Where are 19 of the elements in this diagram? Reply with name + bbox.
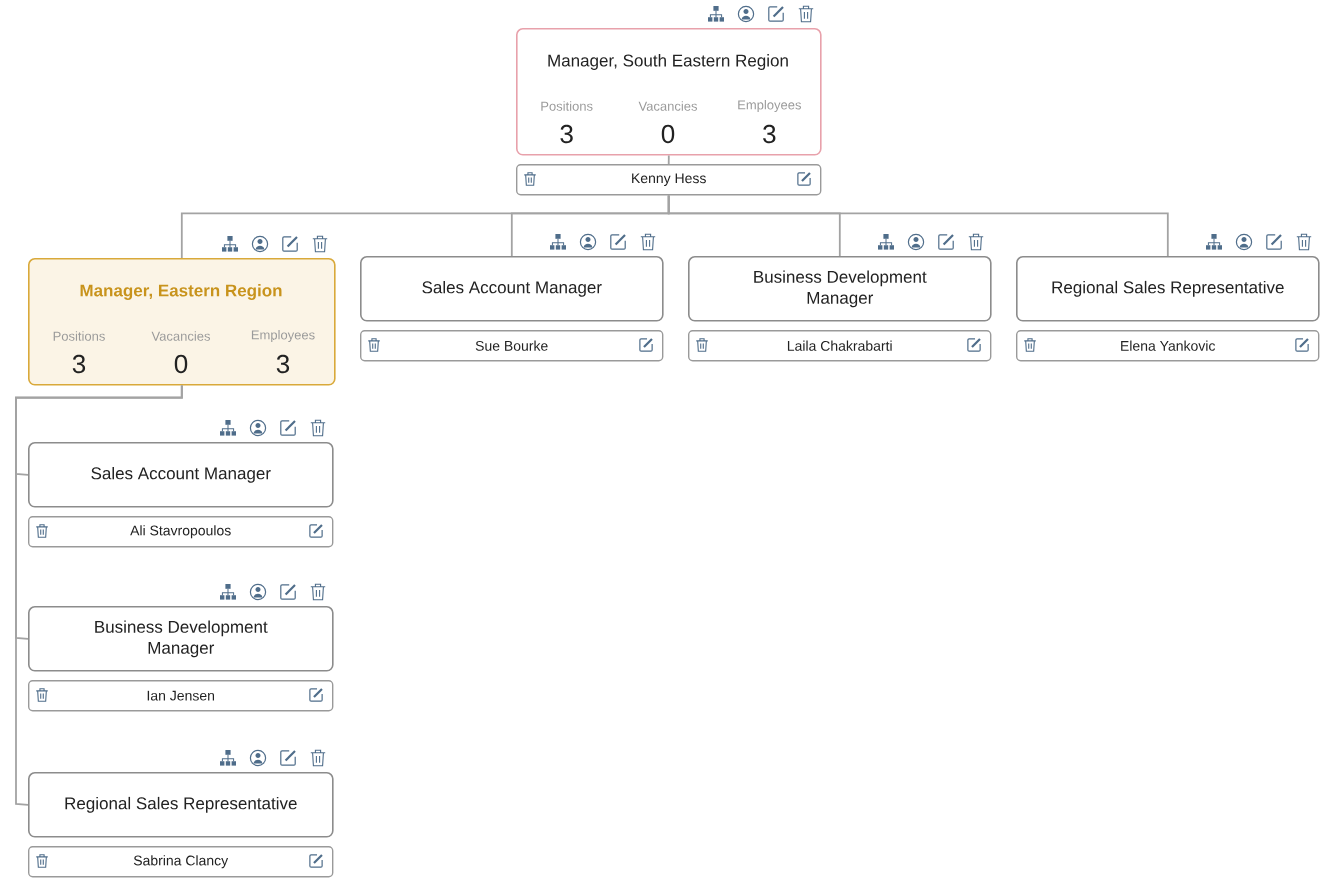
- stat-value: 0: [661, 124, 675, 144]
- stat-value: 0: [174, 354, 188, 374]
- stat-value: 3: [276, 354, 290, 374]
- connector-line: [667, 194, 1169, 257]
- position-card: Business Development Manager: [688, 256, 992, 322]
- position-card: Regional Sales Representative: [1016, 256, 1320, 322]
- connector-line: [15, 384, 183, 806]
- position-card: Business Development Manager: [28, 606, 334, 672]
- position-card: [28, 258, 336, 386]
- position-title: Manager, South Eastern Region: [548, 54, 788, 70]
- stat-value: 3: [560, 124, 573, 144]
- position-card: Sales Account Manager: [28, 442, 334, 508]
- position-card: Regional Sales Representative: [28, 772, 334, 838]
- stat-value: 3: [763, 124, 776, 144]
- position-title: Manager, Eastern Region: [80, 284, 282, 300]
- connector-line: [667, 154, 670, 165]
- position-card: Sales Account Manager: [360, 256, 664, 322]
- position-card: [516, 28, 822, 156]
- stat-value: 3: [72, 354, 86, 374]
